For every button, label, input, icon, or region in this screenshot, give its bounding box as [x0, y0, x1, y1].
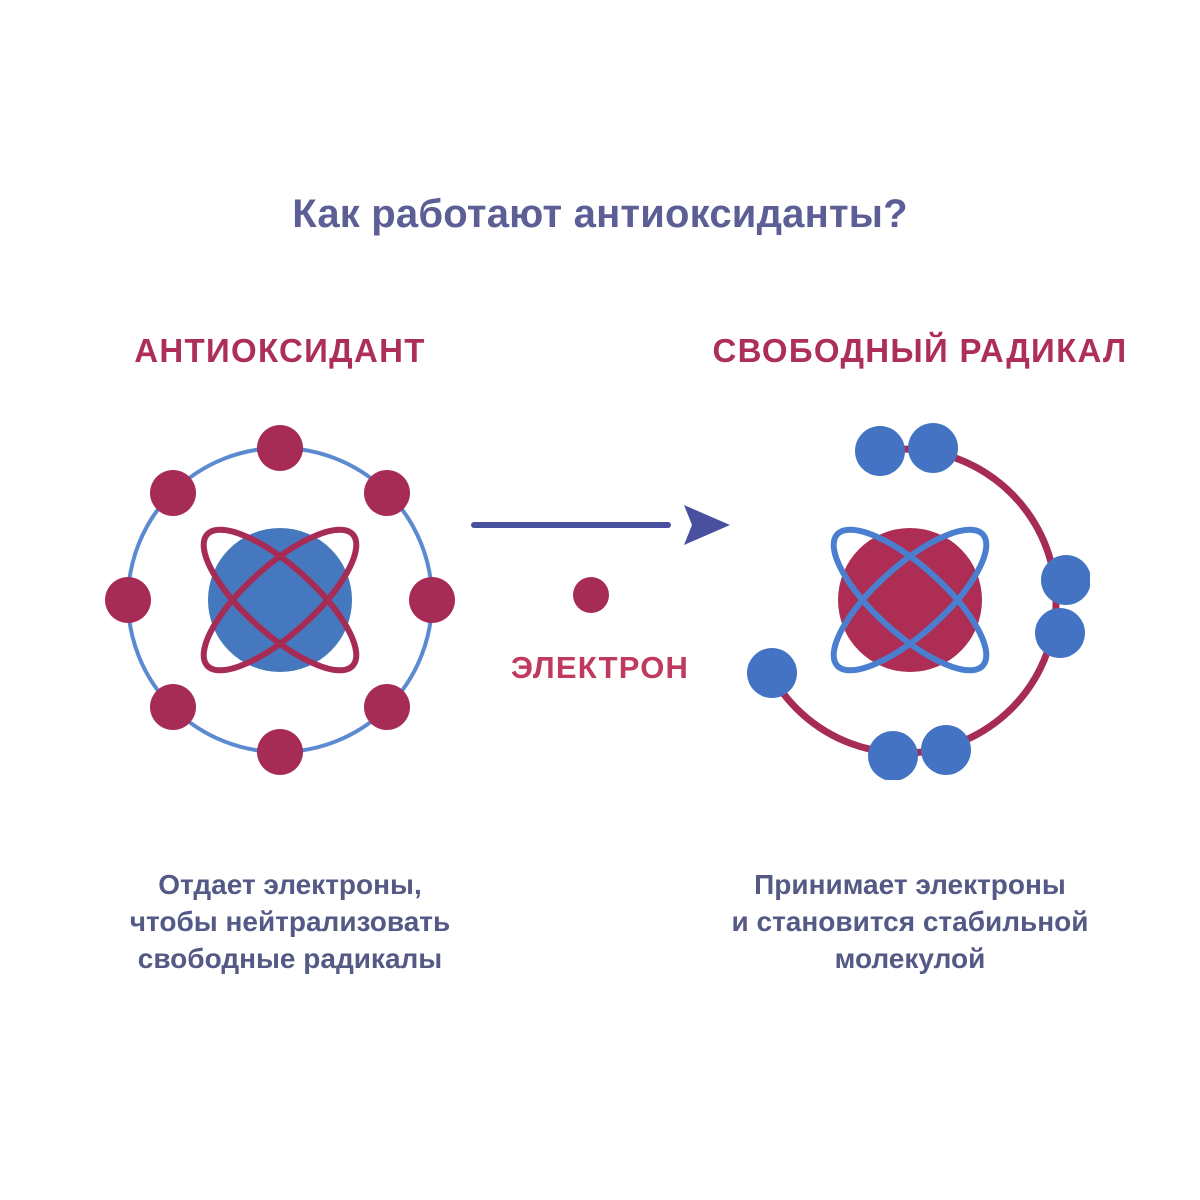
caption-line: Принимает электроны: [754, 869, 1066, 900]
electron-dot: [257, 425, 303, 471]
antioxidant-heading: АНТИОКСИДАНТ: [134, 332, 426, 369]
electron-transfer-group: ЭЛЕКТРОН: [440, 495, 760, 725]
antioxidant-caption: Отдает электроны, чтобы нейтрализовать с…: [40, 866, 540, 978]
free-radical-caption: Принимает электроны и становится стабиль…: [660, 866, 1160, 978]
nucleus: [838, 528, 982, 672]
electron-dot: [364, 684, 410, 730]
page-title: Как работают антиоксиданты?: [292, 192, 908, 236]
electron-group: [747, 423, 1090, 780]
caption-line: молекулой: [834, 943, 986, 975]
electron-label: ЭЛЕКТРОН: [510, 650, 690, 685]
outer-electron-ring-open: [766, 445, 1060, 757]
electron-dot: [1041, 555, 1090, 605]
electron-dot: [1035, 608, 1085, 658]
electron-dot: [409, 577, 455, 623]
free-electron-dot: [573, 577, 609, 613]
electron-dot: [150, 684, 196, 730]
electron-dot: [105, 577, 151, 623]
electron-dot: [921, 725, 971, 775]
nucleus: [208, 528, 352, 672]
transfer-arrow: [440, 495, 760, 555]
inner-orbital-paths: [200, 526, 360, 674]
electron-dot: [855, 426, 905, 476]
free-radical-atom-diagram: [730, 420, 1090, 780]
electron-dot: [257, 729, 303, 775]
caption-line: свободные радикалы: [137, 943, 443, 975]
caption-line: чтобы нейтрализовать: [129, 906, 451, 938]
electron-dot: [150, 470, 196, 516]
free-radical-heading: СВОБОДНЫЙ РАДИКАЛ: [712, 332, 1128, 369]
antioxidant-atom-diagram: [100, 420, 460, 780]
inner-orbital-paths: [830, 526, 990, 674]
caption-line: и становится стабильной: [731, 906, 1089, 938]
electron-dot-unpaired: [747, 648, 797, 698]
electron-group: [105, 425, 455, 775]
arrow-head-icon: [684, 505, 730, 545]
electron-dot: [868, 731, 918, 780]
electron-dot: [908, 423, 958, 473]
electron-dot: [364, 470, 410, 516]
caption-line: Отдает электроны,: [158, 869, 422, 900]
